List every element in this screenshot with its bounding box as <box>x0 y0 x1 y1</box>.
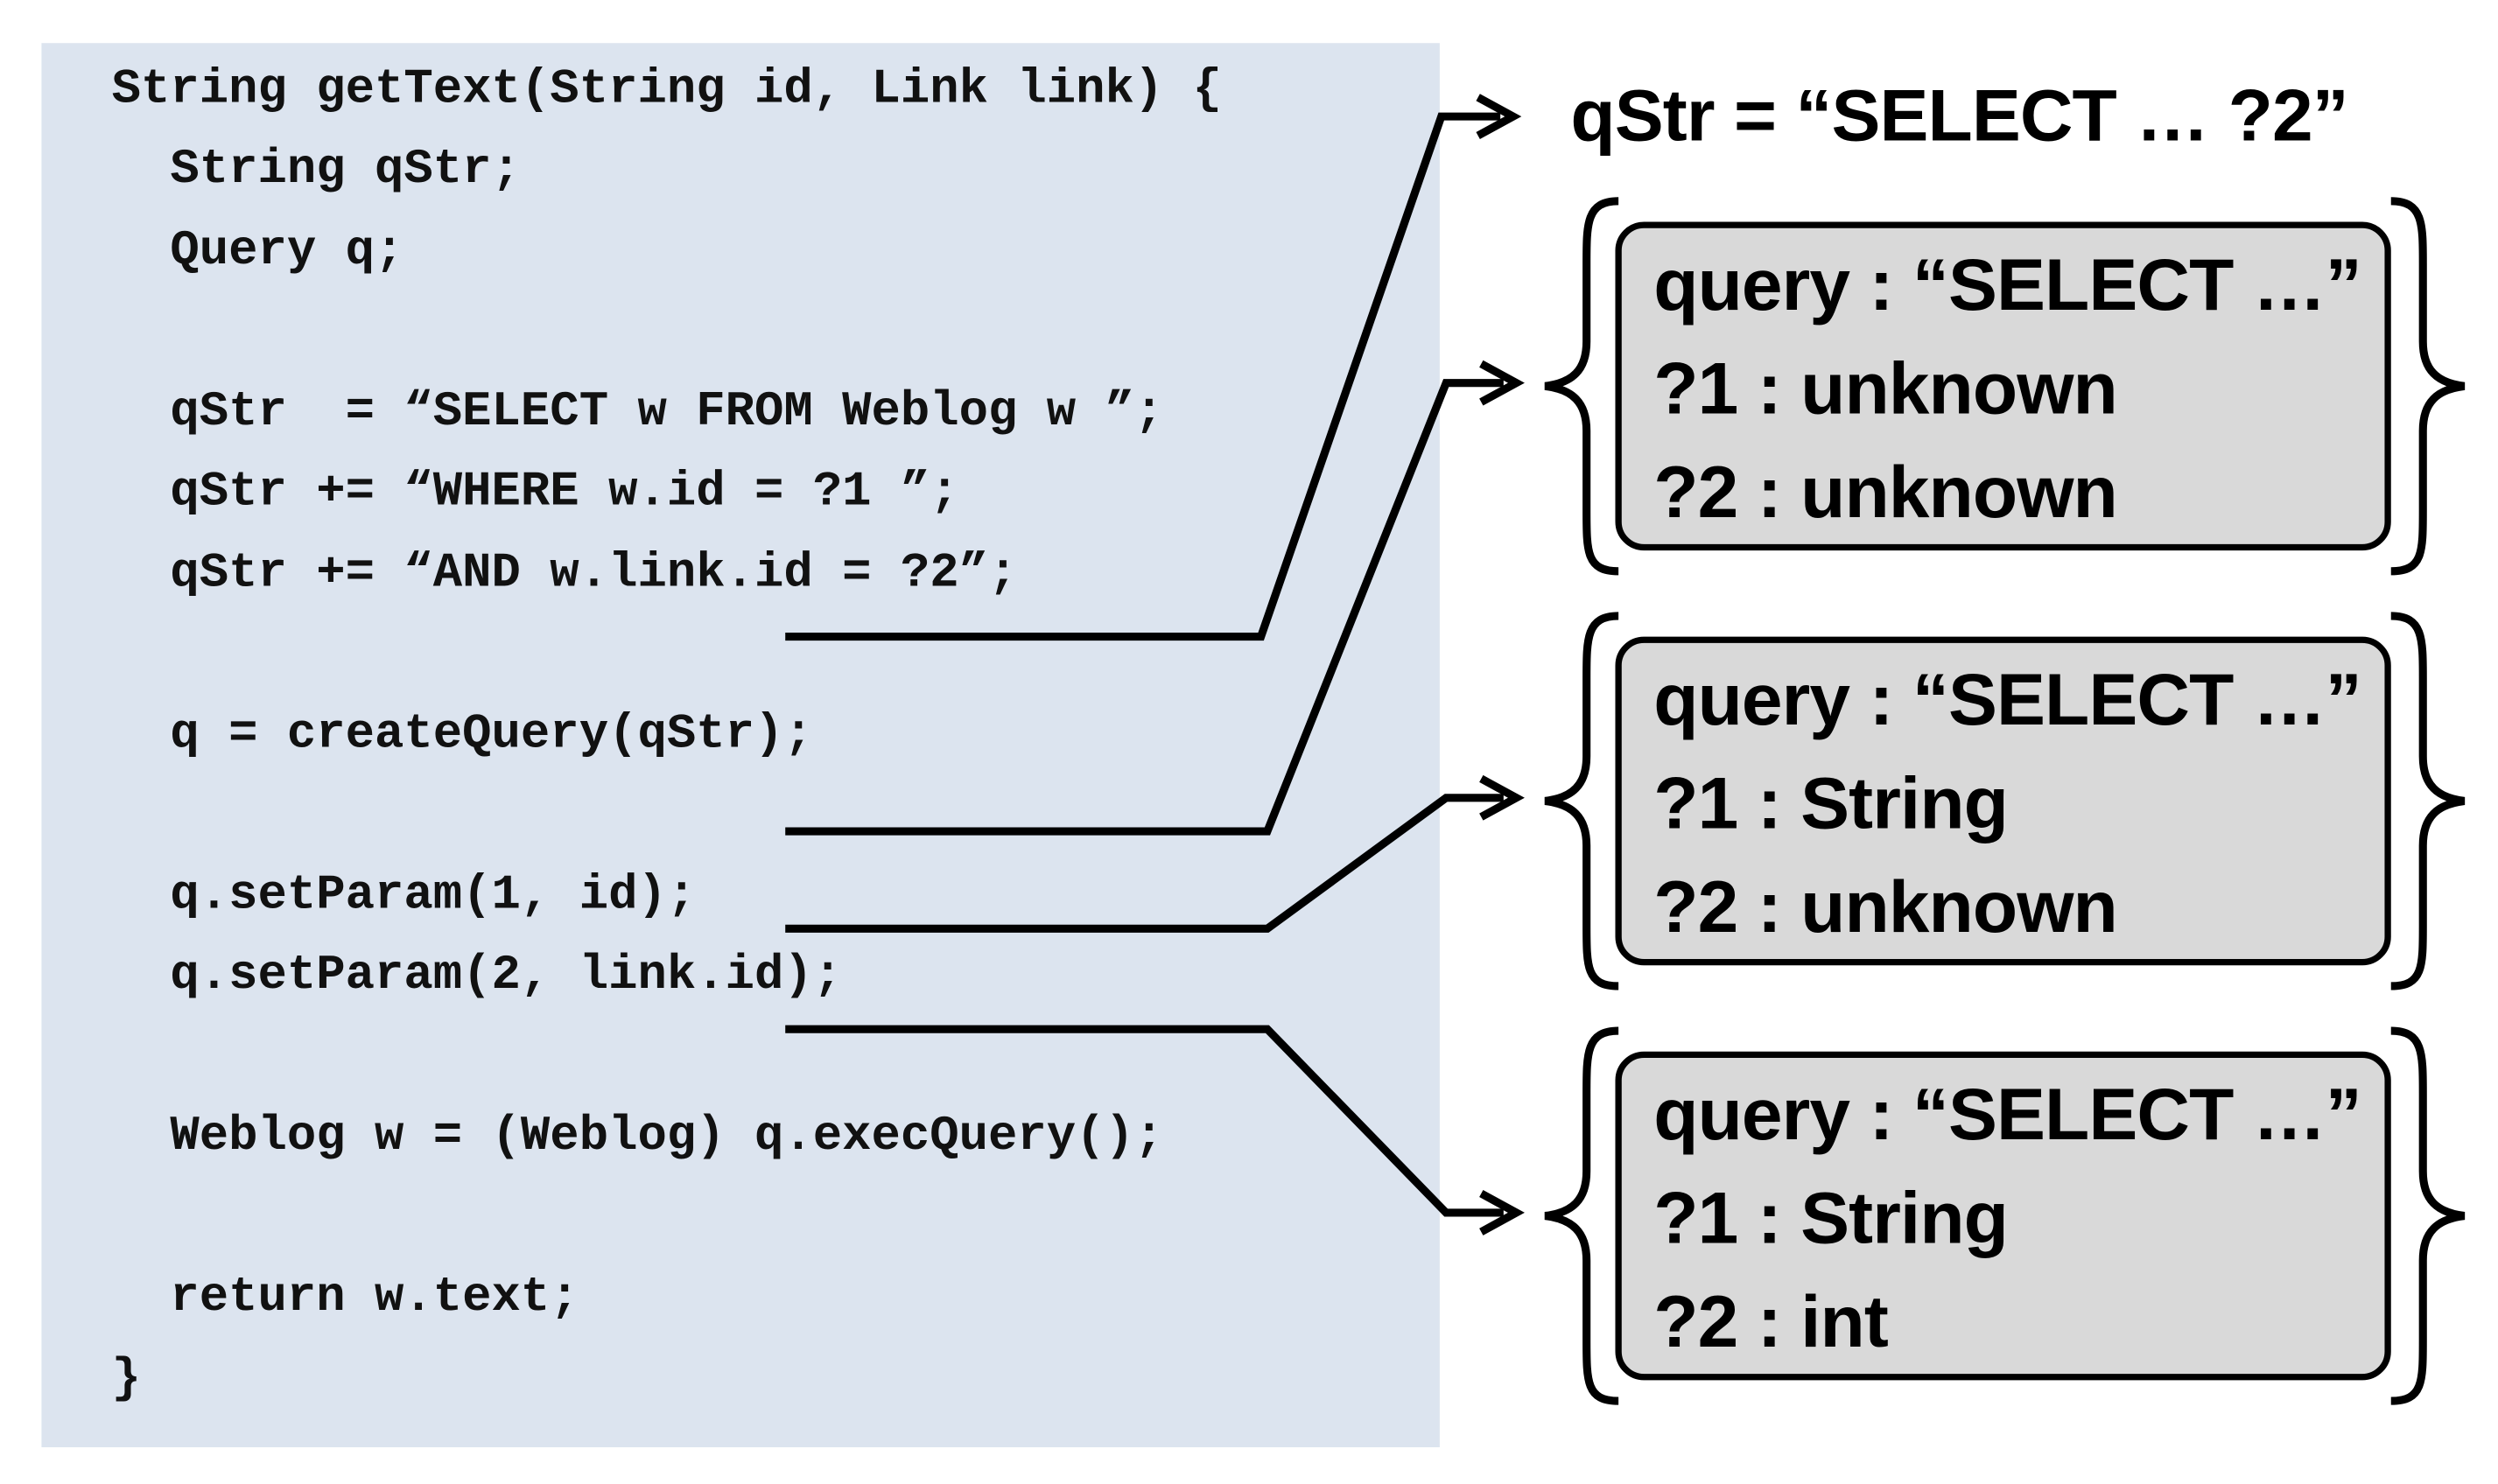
code-line-2: String qStr; <box>111 144 521 199</box>
left-brace-state-2 <box>1544 612 1619 990</box>
code-line-6: qStr += “WHERE w.id = ?1 ”; <box>111 466 959 521</box>
code-line-12: q.setParam(2, link.id); <box>111 949 843 1004</box>
state-query-row: query : “SELECT …” <box>1653 657 2361 741</box>
connector-line-qstr <box>785 112 1501 641</box>
state-box-after-create-query: query : “SELECT …” ?1 : unknown ?2 : unk… <box>1615 221 2391 551</box>
code-line-14: Weblog w = (Weblog) q.execQuery(); <box>111 1110 1164 1166</box>
state-param2-row: ?2 : unknown <box>1653 450 2118 534</box>
state-param2-row: ?2 : int <box>1653 1279 1889 1363</box>
arrowhead-set-param-1 <box>1479 774 1525 821</box>
arrowhead-set-param-2 <box>1479 1190 1525 1236</box>
state-box-after-set-param-2: query : “SELECT …” ?1 : String ?2 : int <box>1615 1051 2391 1381</box>
left-brace-state-3 <box>1544 1026 1619 1405</box>
code-line-3: Query q; <box>111 225 404 280</box>
connector-line-set-param-1 <box>785 794 1504 933</box>
state-query-row: query : “SELECT …” <box>1653 242 2361 326</box>
code-line-11: q.setParam(1, id); <box>111 869 697 924</box>
state-box-after-set-param-1: query : “SELECT …” ?1 : String ?2 : unkn… <box>1615 636 2391 966</box>
code-line-17: } <box>111 1353 142 1408</box>
right-brace-state-1 <box>2390 197 2466 576</box>
code-panel: String getText(String id, Link link) { S… <box>41 43 1440 1448</box>
code-line-16: return w.text; <box>111 1271 579 1326</box>
state-param1-row: ?1 : unknown <box>1653 346 2118 430</box>
connector-line-create-query <box>785 379 1504 836</box>
connector-line-set-param-2 <box>785 1025 1504 1217</box>
right-brace-state-3 <box>2390 1026 2466 1405</box>
arrowhead-qstr <box>1476 94 1522 140</box>
right-brace-state-2 <box>2390 612 2466 990</box>
arrowhead-create-query <box>1479 360 1525 406</box>
qstr-result-label: qStr = “SELECT … ?2” <box>1570 73 2348 157</box>
state-param1-row: ?1 : String <box>1653 760 2009 844</box>
state-param2-row: ?2 : unknown <box>1653 864 2118 948</box>
left-brace-state-1 <box>1544 197 1619 576</box>
code-line-1: String getText(String id, Link link) { <box>111 63 1222 118</box>
code-line-9: q = createQuery(qStr); <box>111 708 813 763</box>
state-query-row: query : “SELECT …” <box>1653 1072 2361 1156</box>
state-param1-row: ?1 : String <box>1653 1175 2009 1259</box>
code-line-7: qStr += “AND w.link.id = ?2”; <box>111 547 1018 602</box>
code-line-5: qStr = “SELECT w FROM Weblog w ”; <box>111 386 1164 441</box>
